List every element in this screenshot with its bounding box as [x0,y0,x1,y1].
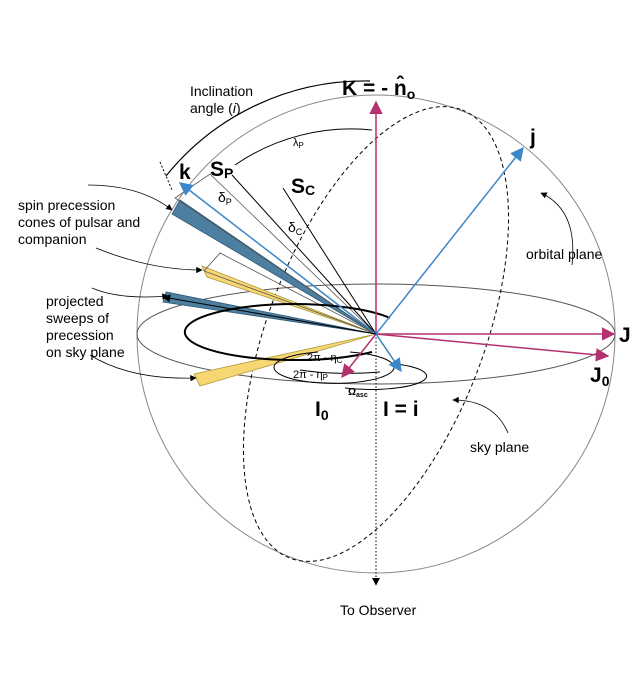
k-label: k [179,161,191,184]
sweep-arc-outer [183,303,391,362]
orbital-plane-label: orbital plane [526,246,602,262]
leader-orbital-plane [540,192,574,266]
J0-label: J0 [590,364,610,389]
Sp-label: SP [210,158,233,181]
spin-vector-pulsar [231,174,377,335]
inclination-arc [165,80,371,177]
cones-label-line3: companion [18,231,87,247]
eta-p-arc [299,369,381,374]
sweeps-label-line1: projected [46,293,104,309]
lambda-label: λP [293,137,304,150]
leader-cones-1 [87,184,173,211]
inclination-tick [159,161,173,191]
delta-p-label: δP [218,189,232,207]
Sc-label: SC [291,175,315,198]
j-vector [375,146,524,335]
cones-label-line2: cones of pulsar and [18,214,140,230]
sky-plane-label: sky plane [470,439,529,455]
I0-label: I0 [315,398,329,423]
companion-cone-outline [203,252,377,335]
pulsar-sweep-edge [162,294,377,335]
cones-label-line1: spin precession [18,197,115,213]
omega-arc [344,363,428,390]
lambda-arc [234,128,373,166]
leader-sweeps-1 [91,287,169,300]
eta-p-label: 2π - ηP [293,369,328,382]
sweeps-label-line4: on sky plane [46,344,125,360]
J0-vector [375,333,610,362]
omega-asc-label: Ωasc [348,387,368,399]
J-label: J [619,324,631,347]
inclination-label-line2: angle (i) [190,100,241,116]
inclination-label-line1: Inclination [190,83,253,99]
observer-label: To Observer [340,602,417,618]
pulsar-precession-cone [171,199,377,335]
leader-cones-2 [95,247,203,274]
leader-sweeps-2 [89,354,197,382]
I-label: I = i [383,398,419,421]
I-vector [375,333,402,373]
leader-sky-plane [452,396,509,434]
K-label: K = - n̂o [342,75,415,102]
spin-vector-companion [282,187,377,335]
eta-c-label: 2π - ηC [307,352,343,365]
k-vector [178,182,377,335]
sweeps-label-line3: precession [46,327,114,343]
I0-vector [341,333,377,379]
j-label: j [529,126,536,149]
delta-c-label: δC [288,219,303,237]
sweeps-label-line2: sweeps of [46,310,109,326]
